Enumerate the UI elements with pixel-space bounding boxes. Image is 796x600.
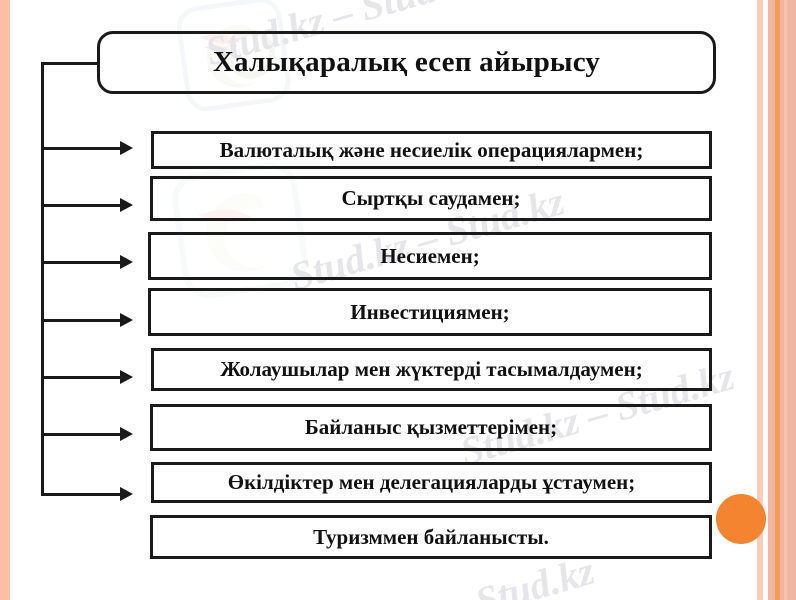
item-box: Туризммен байланысты. xyxy=(150,515,712,559)
title-box: Халықаралық есеп айырысу xyxy=(97,31,716,94)
item-label: Жолаушылар мен жүктерді тасымалдаумен; xyxy=(220,357,643,381)
item-box: Байланыс қызметтерімен; xyxy=(150,404,712,451)
connector-branch xyxy=(41,433,123,436)
connector-branch xyxy=(41,493,123,496)
connector-branch xyxy=(41,204,123,207)
item-box: Несиемен; xyxy=(148,232,712,280)
item-label: Инвестициямен; xyxy=(350,299,510,324)
item-label: Несиемен; xyxy=(380,243,480,268)
orange-accent-dot xyxy=(716,494,766,544)
connector-branch xyxy=(41,376,123,379)
right-edge-stripe-thin xyxy=(757,0,763,600)
item-box: Сыртқы саудамен; xyxy=(150,176,712,221)
right-edge-stripe-light xyxy=(784,0,787,600)
left-edge-stripe xyxy=(0,0,10,600)
item-box: Валюталық және несиелік операциялармен; xyxy=(151,131,712,169)
connector-arrowhead-icon xyxy=(120,370,133,384)
connector-arrowhead-icon xyxy=(120,487,133,501)
connector-trunk-top xyxy=(41,62,99,65)
connector-arrowhead-icon xyxy=(120,198,133,212)
connector-arrowhead-icon xyxy=(120,313,133,327)
connector-arrowhead-icon xyxy=(120,427,133,441)
item-label: Туризммен байланысты. xyxy=(313,524,549,549)
item-label: Байланыс қызметтерімен; xyxy=(304,415,558,439)
item-box: Жолаушылар мен жүктерді тасымалдаумен; xyxy=(151,348,712,391)
item-label: Валюталық және несиелік операциялармен; xyxy=(219,137,644,162)
connector-arrowhead-icon xyxy=(120,141,133,155)
connector-branch xyxy=(41,319,123,322)
item-label: Сыртқы саудамен; xyxy=(341,186,521,210)
item-label: Өкілдіктер мен делегацияларды ұстаумен; xyxy=(227,470,636,494)
connector-branch xyxy=(41,261,123,264)
connector-trunk xyxy=(41,62,44,496)
connector-arrowhead-icon xyxy=(120,255,133,269)
page-title: Халықаралық есеп айырысу xyxy=(212,46,601,78)
right-edge-stripe-accent xyxy=(775,0,780,600)
connector-branch xyxy=(41,147,123,150)
right-edge-stripe-band xyxy=(768,0,796,600)
item-box: Инвестициямен; xyxy=(148,288,712,336)
item-box: Өкілдіктер мен делегацияларды ұстаумен; xyxy=(151,462,712,503)
